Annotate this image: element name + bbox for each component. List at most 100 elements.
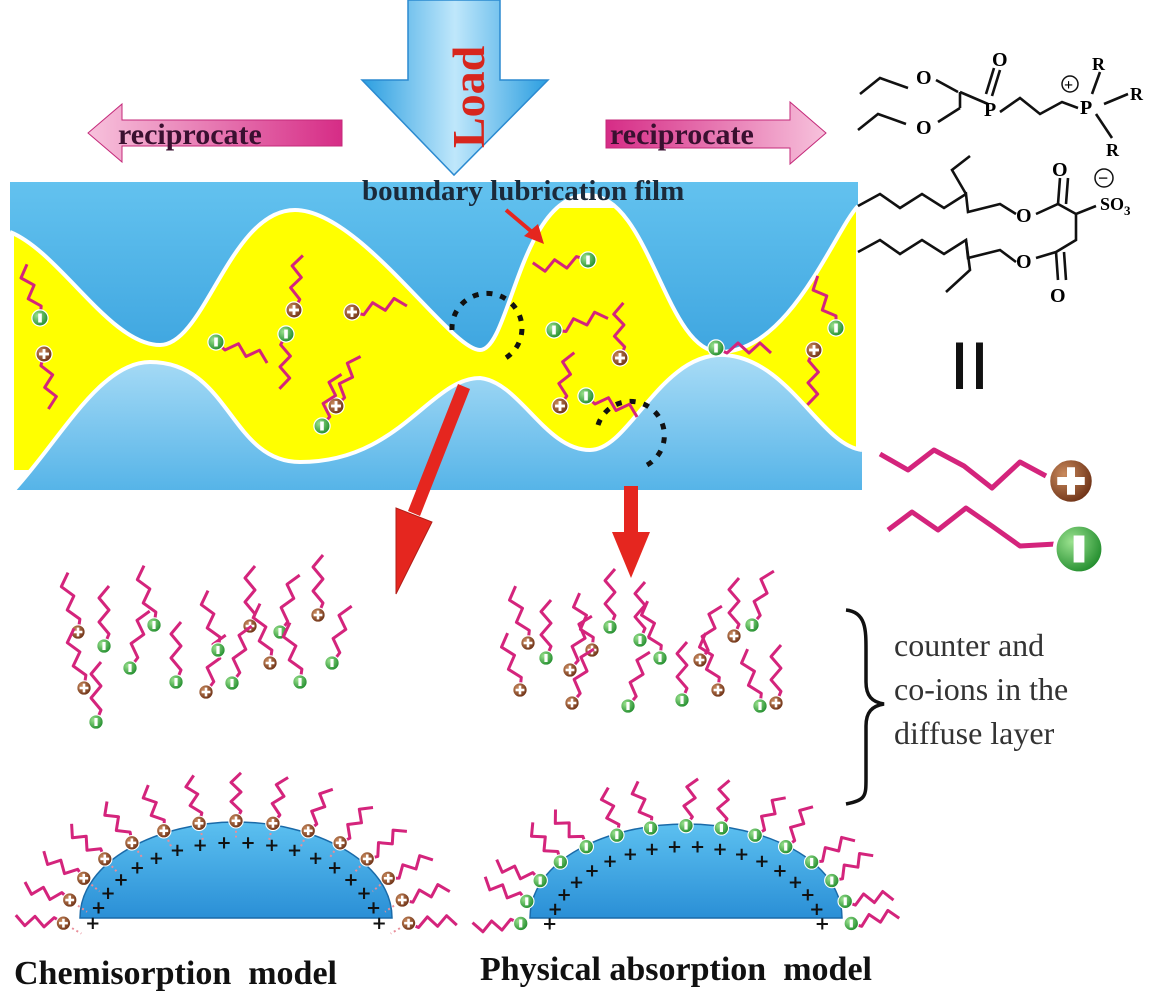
surfactant-tail — [230, 624, 253, 684]
surface-charge: + — [264, 835, 279, 856]
surface-charge: + — [623, 844, 638, 865]
legend-ions — [878, 447, 1106, 576]
surface-charge: + — [343, 869, 358, 890]
surfactant-tail — [530, 822, 562, 863]
surfactant-tail — [278, 333, 292, 390]
surfactant-tail — [401, 883, 451, 904]
negative-charge-badge — [1094, 168, 1114, 188]
surface-charge: + — [542, 914, 557, 935]
surfactant-tail — [844, 890, 895, 907]
surfactant-tail — [715, 341, 773, 355]
diffuse-layer-brace — [845, 608, 885, 806]
surfactant-tail — [320, 373, 343, 427]
anion-minus-icon — [31, 309, 49, 327]
anion-minus-icon — [578, 838, 595, 855]
surfactant-tail — [553, 310, 609, 333]
anion-minus-icon — [538, 650, 554, 666]
surfactant-tail — [568, 614, 593, 671]
load-arrow: Load — [360, 0, 550, 177]
cation-plus-icon — [262, 655, 278, 671]
bond-line — [328, 842, 341, 859]
anion-minus-icon — [292, 674, 308, 690]
surfactant-tail — [278, 573, 301, 633]
contact-zone-circle — [449, 290, 525, 363]
atom-r: R — [1092, 54, 1106, 74]
cation-plus-icon — [198, 684, 214, 700]
surfactant-tail — [831, 852, 874, 882]
film-pointer-arrow — [504, 208, 544, 244]
surfactant-tail — [750, 569, 775, 626]
surfactant-tail — [169, 621, 183, 683]
surfactant-tail — [141, 784, 166, 831]
anion-minus-icon — [324, 655, 340, 671]
anion-minus-icon — [642, 820, 659, 836]
surfactant-tail — [572, 592, 595, 651]
cation-plus-icon — [191, 815, 207, 832]
cation-plus-icon — [1046, 456, 1096, 506]
surface-charge: + — [569, 872, 584, 893]
cation-plus-icon — [343, 303, 361, 321]
anion-minus-icon — [512, 915, 529, 932]
surfactant-tail — [334, 355, 362, 408]
arrow-to-chemisorption — [395, 384, 470, 595]
surfactant-tail — [289, 254, 304, 311]
surfactant-tail — [500, 632, 523, 691]
cation-plus-icon — [265, 815, 281, 832]
anion-minus-icon — [577, 387, 595, 405]
surface-charge: + — [240, 832, 255, 853]
surfactant-tail — [184, 774, 204, 824]
anion-minus-icon — [674, 692, 690, 708]
surfactant-tail — [633, 581, 647, 641]
cation-plus-icon — [710, 682, 726, 698]
surfactant-tail — [14, 914, 65, 929]
anion-minus-icon — [837, 893, 853, 910]
surface-charge: + — [287, 840, 302, 861]
cation-plus-icon — [332, 835, 348, 851]
surface-charge: + — [754, 851, 769, 872]
phosphonium-cation-structure — [857, 67, 1129, 139]
surface-charge: + — [644, 839, 659, 860]
atom-o: O — [1016, 251, 1032, 273]
surface-charge: + — [734, 844, 749, 865]
surfactant-tail — [307, 787, 334, 832]
surfactant-tail — [229, 771, 243, 822]
surfactant-tail — [97, 585, 111, 647]
equals-sign: = — [915, 338, 1026, 395]
reciprocate-left-arrow: reciprocate — [87, 102, 343, 164]
anion-minus-icon — [707, 339, 725, 357]
anion-minus-icon — [843, 915, 860, 932]
cation-plus-icon — [35, 345, 53, 363]
surfactant-tail — [630, 780, 654, 829]
surface-charge: + — [815, 914, 830, 935]
surface-charge: + — [603, 851, 618, 872]
positive-charge-sign: + — [1064, 77, 1073, 94]
surfactant-tail — [585, 394, 639, 418]
surface-charge: + — [585, 861, 600, 882]
surfactant-tail — [215, 340, 269, 364]
surfactant-tail — [42, 850, 85, 880]
sulfonate-group: SO3 — [1100, 194, 1131, 218]
surfactant-tail — [251, 602, 274, 664]
surfactant-tail — [675, 641, 689, 701]
surfactant-tail — [612, 301, 627, 359]
anion-minus-icon — [579, 251, 597, 269]
surfactant-tail — [281, 621, 304, 683]
surface-charge: + — [91, 898, 106, 919]
surfactant-tail — [769, 644, 783, 704]
surfactant-tail — [483, 876, 528, 903]
anion-minus-icon — [824, 872, 840, 889]
atom-o: O — [1052, 159, 1068, 181]
chemisorption-model-label: Chemisorption model — [14, 955, 337, 992]
legend-anion-tail — [886, 505, 1057, 549]
positive-charge-badge — [1061, 75, 1079, 93]
surface-charge: + — [372, 913, 387, 934]
surface-charge: + — [772, 861, 787, 882]
reciprocate-right-label: reciprocate — [610, 118, 754, 151]
surfactant-tail — [388, 854, 434, 880]
anion-minus-icon — [532, 872, 548, 889]
atom-o: O — [916, 117, 932, 139]
lower-surface-edge — [12, 352, 863, 492]
surfactant-tail — [103, 801, 134, 844]
cation-plus-icon — [400, 915, 417, 931]
anion-minus-icon — [122, 660, 138, 676]
